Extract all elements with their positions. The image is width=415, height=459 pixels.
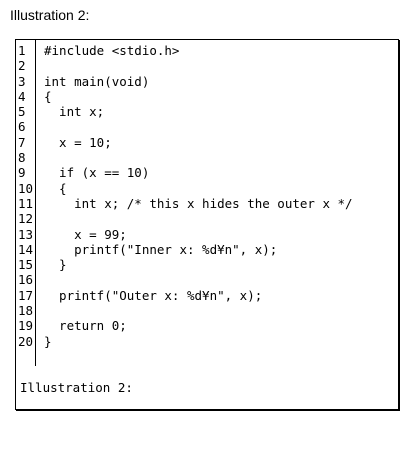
code-line: 14 printf("Inner x: %d¥n", x);	[16, 242, 398, 257]
line-text: int main(void)	[44, 73, 150, 89]
code-line: 10 {	[16, 181, 398, 196]
code-line: 17 printf("Outer x: %d¥n", x);	[16, 288, 398, 303]
line-text: {	[44, 88, 52, 104]
line-number: 7	[18, 134, 26, 150]
line-number: 19	[18, 318, 34, 334]
code-line: 18	[16, 303, 398, 318]
line-text: x = 99;	[44, 226, 127, 242]
line-text: printf("Inner x: %d¥n", x);	[44, 241, 278, 257]
line-number: 9	[18, 165, 26, 181]
line-number: 2	[18, 58, 26, 74]
code-line: 6	[16, 119, 398, 134]
code-line: 8	[16, 150, 398, 165]
line-number: 1	[18, 43, 26, 58]
line-number: 10	[18, 180, 34, 196]
code-line: 3 int main(void)	[16, 74, 398, 89]
code-line: 1 #include <stdio.h>	[16, 43, 398, 58]
line-number: 6	[18, 119, 26, 135]
line-number-gutter	[16, 40, 36, 366]
line-number: 5	[18, 104, 26, 120]
line-number: 14	[18, 241, 34, 257]
code-line: 11 int x; /* this x hides the outer x */	[16, 196, 398, 211]
line-number: 12	[18, 211, 34, 227]
code-line: 4{	[16, 89, 398, 104]
line-text: int x;	[44, 104, 105, 120]
line-text: }	[44, 333, 52, 349]
line-text: printf("Outer x: %d¥n", x);	[44, 287, 263, 303]
line-number: 11	[18, 195, 34, 211]
code-line: 9 if (x == 10)	[16, 165, 398, 180]
line-text: int x; /* this x hides the outer x */	[44, 195, 353, 211]
code-line: 5 int x;	[16, 104, 398, 119]
code-line: 15 }	[16, 257, 398, 272]
code-line: 20}	[16, 334, 398, 349]
line-number: 8	[18, 150, 26, 166]
line-number: 3	[18, 73, 26, 89]
code-line: 19 return 0;	[16, 318, 398, 333]
code-line: 7 x = 10;	[16, 135, 398, 150]
line-number: 15	[18, 257, 34, 273]
line-text: x = 10;	[44, 134, 112, 150]
line-number: 18	[18, 303, 34, 319]
line-text: if (x == 10)	[44, 165, 150, 181]
line-text: return 0;	[44, 318, 127, 334]
line-text: {	[44, 180, 67, 196]
line-number: 20	[18, 333, 34, 349]
line-number: 4	[18, 88, 26, 104]
document-title: Illustration 2:	[10, 7, 90, 23]
line-number: 17	[18, 287, 34, 303]
code-line: 2	[16, 58, 398, 73]
code-caption: Illustration 2:	[20, 380, 133, 395]
line-text: #include <stdio.h>	[44, 43, 180, 58]
line-number: 13	[18, 226, 34, 242]
code-line: 12	[16, 211, 398, 226]
line-number: 16	[18, 272, 34, 288]
code-line: 13 x = 99;	[16, 227, 398, 242]
line-text: }	[44, 257, 67, 273]
code-line: 16	[16, 272, 398, 287]
